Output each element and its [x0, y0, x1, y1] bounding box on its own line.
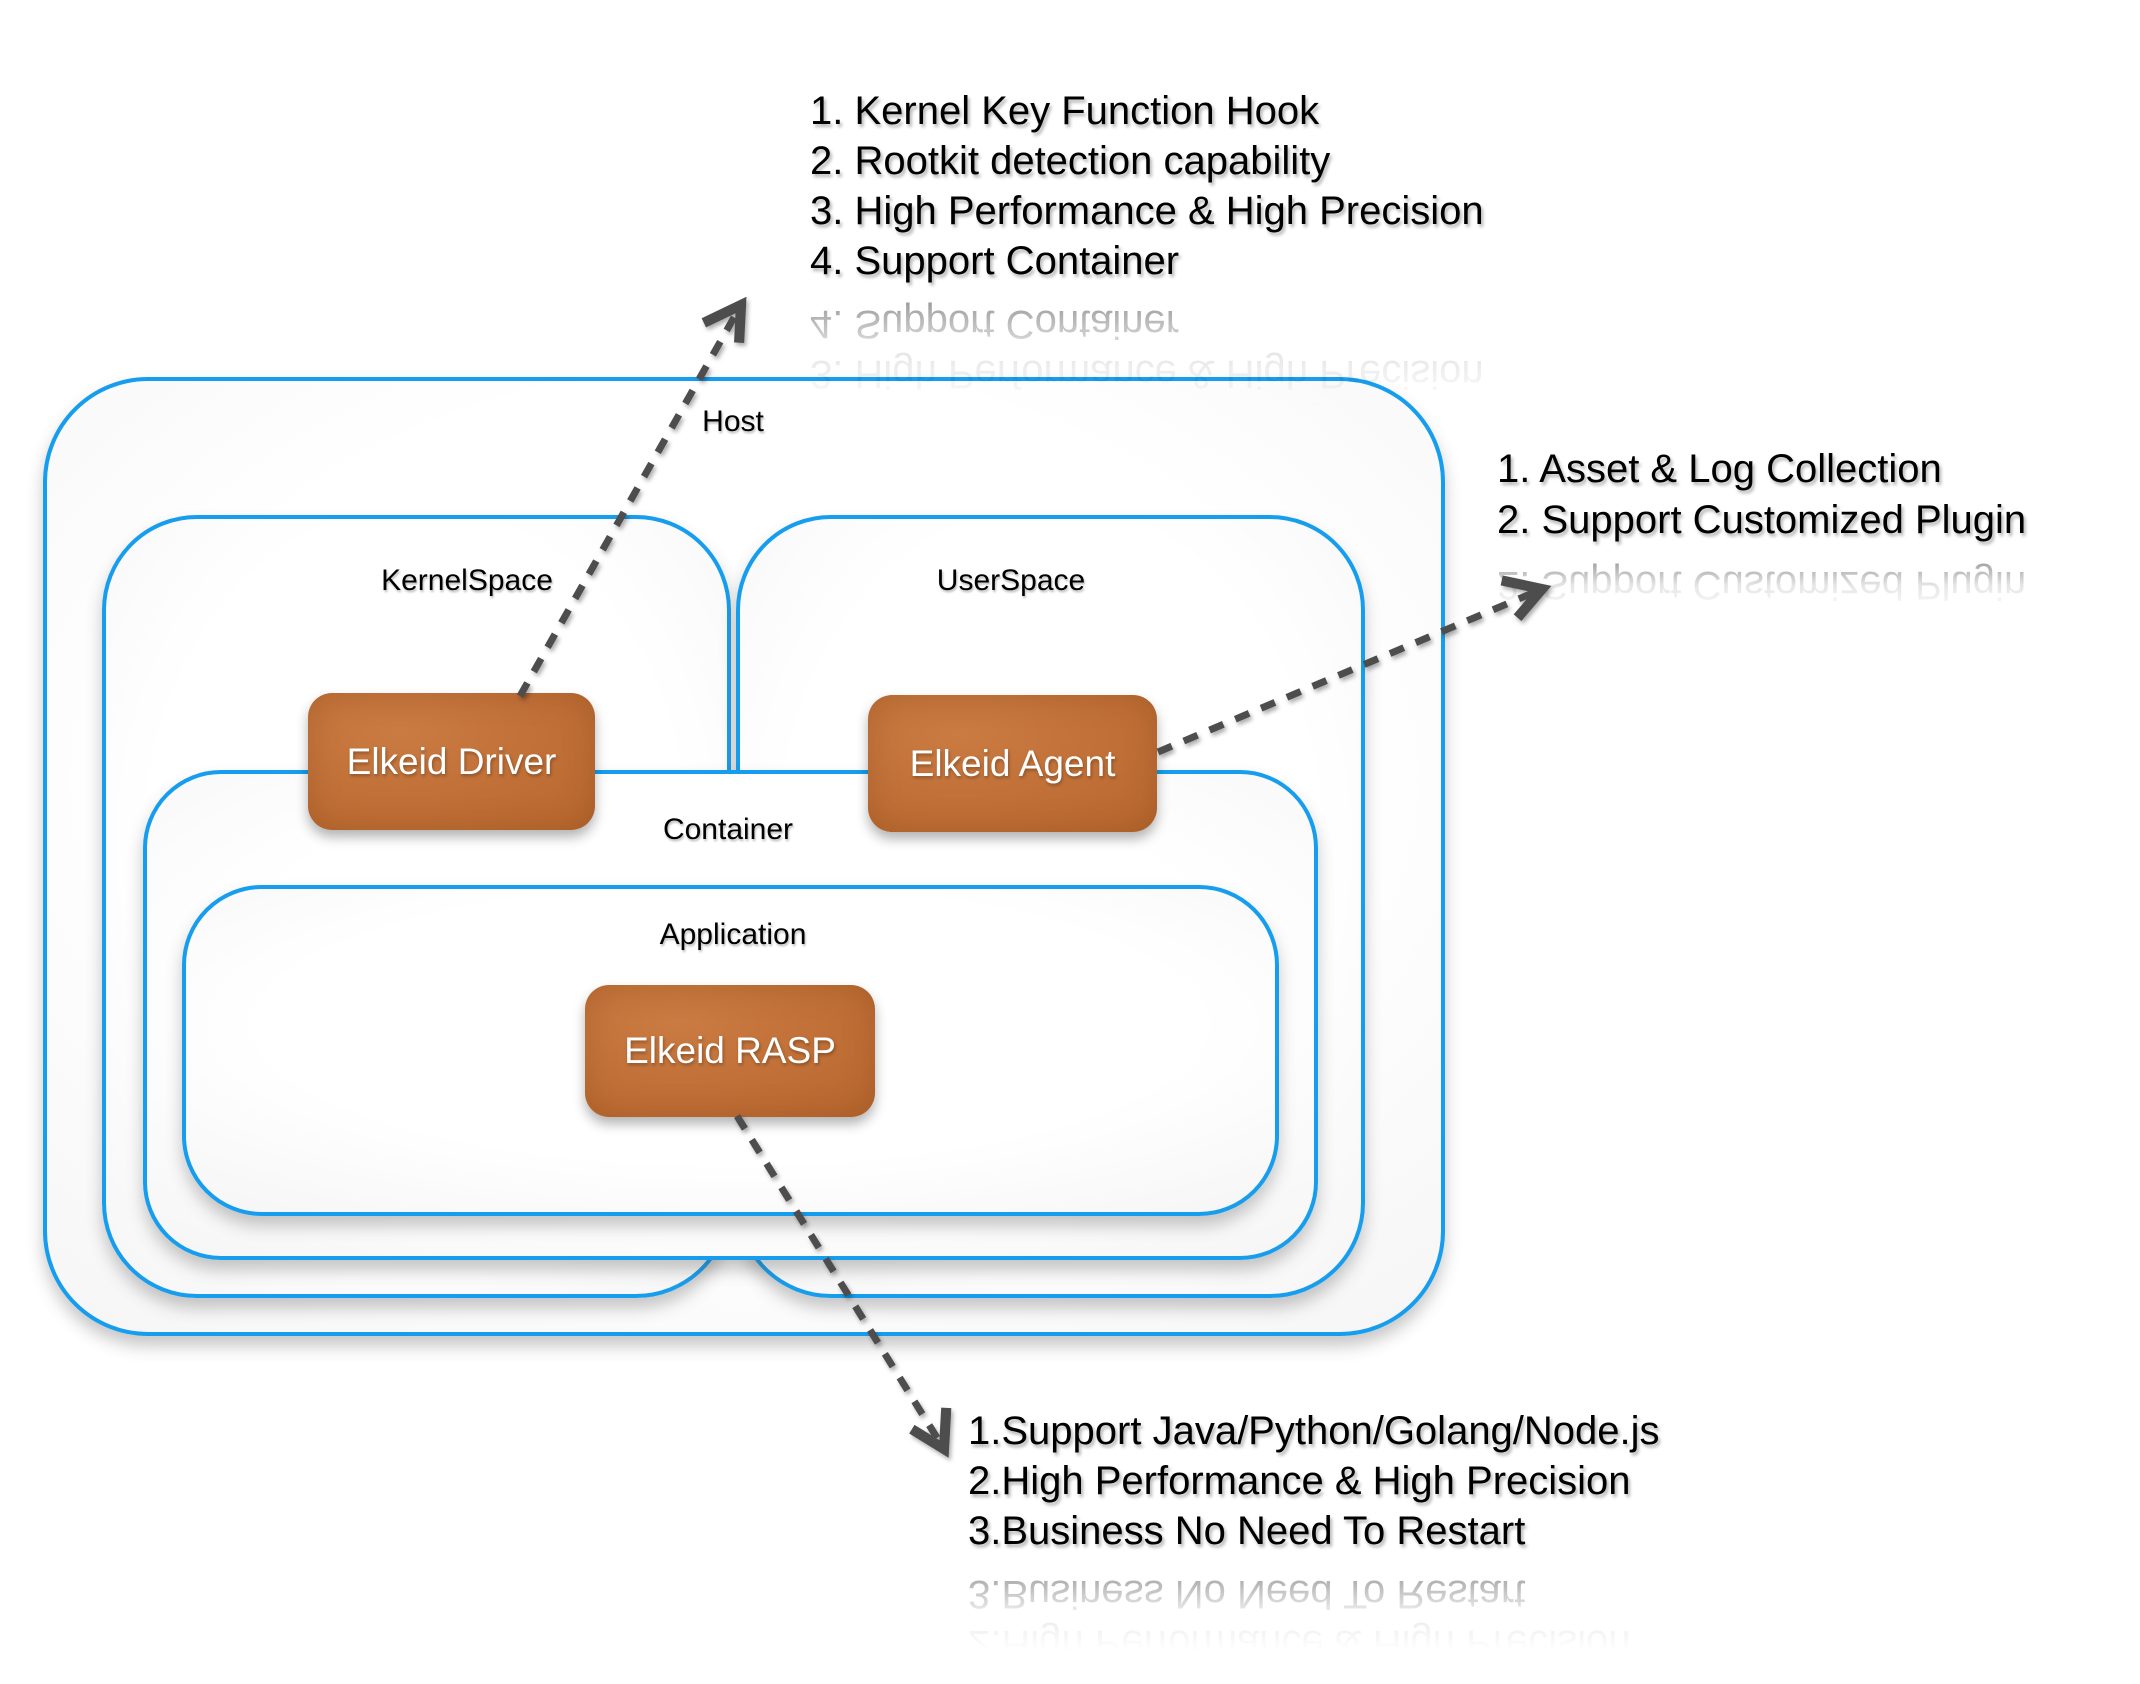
agent-note-1: 1. Asset & Log Collection: [1497, 447, 1942, 491]
userspace-label: UserSpace: [936, 564, 1086, 597]
elkeid-agent-node: Elkeid Agent: [868, 695, 1157, 832]
rasp-note-3: 3.Business No Need To Restart: [968, 1509, 1526, 1553]
driver-notes-list: 1. Kernel Key Function Hook 2. Rootkit d…: [810, 86, 1484, 499]
container-label: Container: [662, 813, 794, 846]
driver-notes-lines: 1. Kernel Key Function Hook 2. Rootkit d…: [810, 86, 1484, 286]
agent-note-2: 2. Support Customized Plugin: [1497, 498, 2027, 542]
elkeid-driver-label: Elkeid Driver: [346, 740, 557, 782]
host-label: Host: [702, 405, 764, 438]
elkeid-agent-label: Elkeid Agent: [909, 742, 1116, 784]
driver-note-4: 4. Support Container: [810, 239, 1180, 283]
rasp-notes-lines: 1.Support Java/Python/Golang/Node.js 2.H…: [968, 1406, 1660, 1556]
rasp-note-2: 2.High Performance & High Precision: [968, 1459, 1631, 1503]
elkeid-driver-node: Elkeid Driver: [308, 693, 595, 830]
elkeid-rasp-node: Elkeid RASP: [585, 985, 875, 1117]
rasp-notes-reflection: 1.Support Java/Python/Golang/Node.js 2.H…: [968, 1572, 1660, 1684]
agent-notes-reflection: 1. Asset & Log Collection 2. Support Cus…: [1497, 563, 2027, 658]
rasp-notes-list: 1.Support Java/Python/Golang/Node.js 2.H…: [968, 1406, 1660, 1684]
driver-note-2: 2. Rootkit detection capability: [810, 139, 1331, 183]
driver-note-1: 1. Kernel Key Function Hook: [810, 89, 1320, 133]
kernelspace-label: KernelSpace: [381, 564, 553, 597]
driver-note-3: 3. High Performance & High Precision: [810, 189, 1484, 233]
agent-notes-list: 1. Asset & Log Collection 2. Support Cus…: [1497, 444, 2026, 661]
elkeid-rasp-label: Elkeid RASP: [624, 1030, 836, 1071]
agent-notes-lines: 1. Asset & Log Collection 2. Support Cus…: [1497, 444, 2026, 546]
rasp-note-1: 1.Support Java/Python/Golang/Node.js: [968, 1409, 1660, 1453]
driver-notes-reflection: 1. Kernel Key Function Hook 2. Rootkit d…: [810, 302, 1484, 496]
application-label: Application: [659, 918, 807, 951]
